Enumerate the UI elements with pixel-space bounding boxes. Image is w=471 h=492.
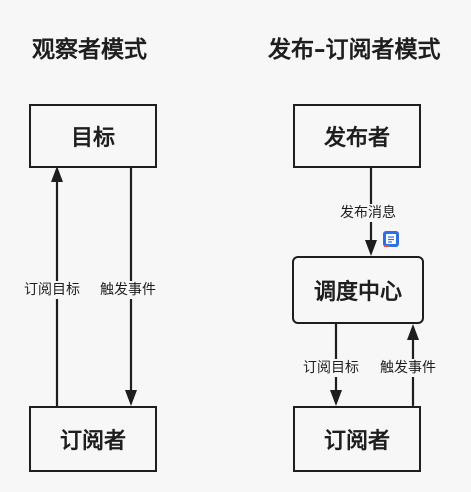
publisher-box-label: 发布者 (323, 126, 390, 151)
dispatch-center-box: 调度中心 (292, 256, 424, 324)
observer-trigger-label: 触发事件 (98, 281, 158, 299)
pubsub-trigger-arrowhead (407, 324, 419, 340)
message-document-icon (383, 231, 399, 247)
observer-box-label: 订阅者 (59, 429, 126, 454)
pubsub-subscribe-arrowhead (330, 390, 342, 406)
subscriber-box-label: 订阅者 (323, 429, 390, 454)
pubsub-publish-arrowhead (365, 240, 377, 256)
observer-pattern-title: 观察者模式 (32, 37, 147, 63)
pubsub-publish-label: 发布消息 (338, 204, 398, 222)
observer-subscribe-label: 订阅目标 (22, 281, 82, 299)
subject-box-label: 目标 (70, 126, 115, 151)
pubsub-trigger-label: 触发事件 (378, 359, 438, 377)
observer-subscribe-arrowhead (51, 166, 63, 182)
pubsub-pattern-title: 发布–订阅者模式 (268, 37, 441, 63)
observer-box: 订阅者 (29, 406, 157, 472)
subject-box: 目标 (29, 104, 157, 168)
publisher-box: 发布者 (293, 104, 421, 168)
dispatch-center-box-label: 调度中心 (313, 280, 402, 305)
observer-trigger-arrowhead (125, 390, 137, 406)
pubsub-subscribe-label: 订阅目标 (301, 359, 361, 377)
subscriber-box: 订阅者 (293, 406, 421, 472)
